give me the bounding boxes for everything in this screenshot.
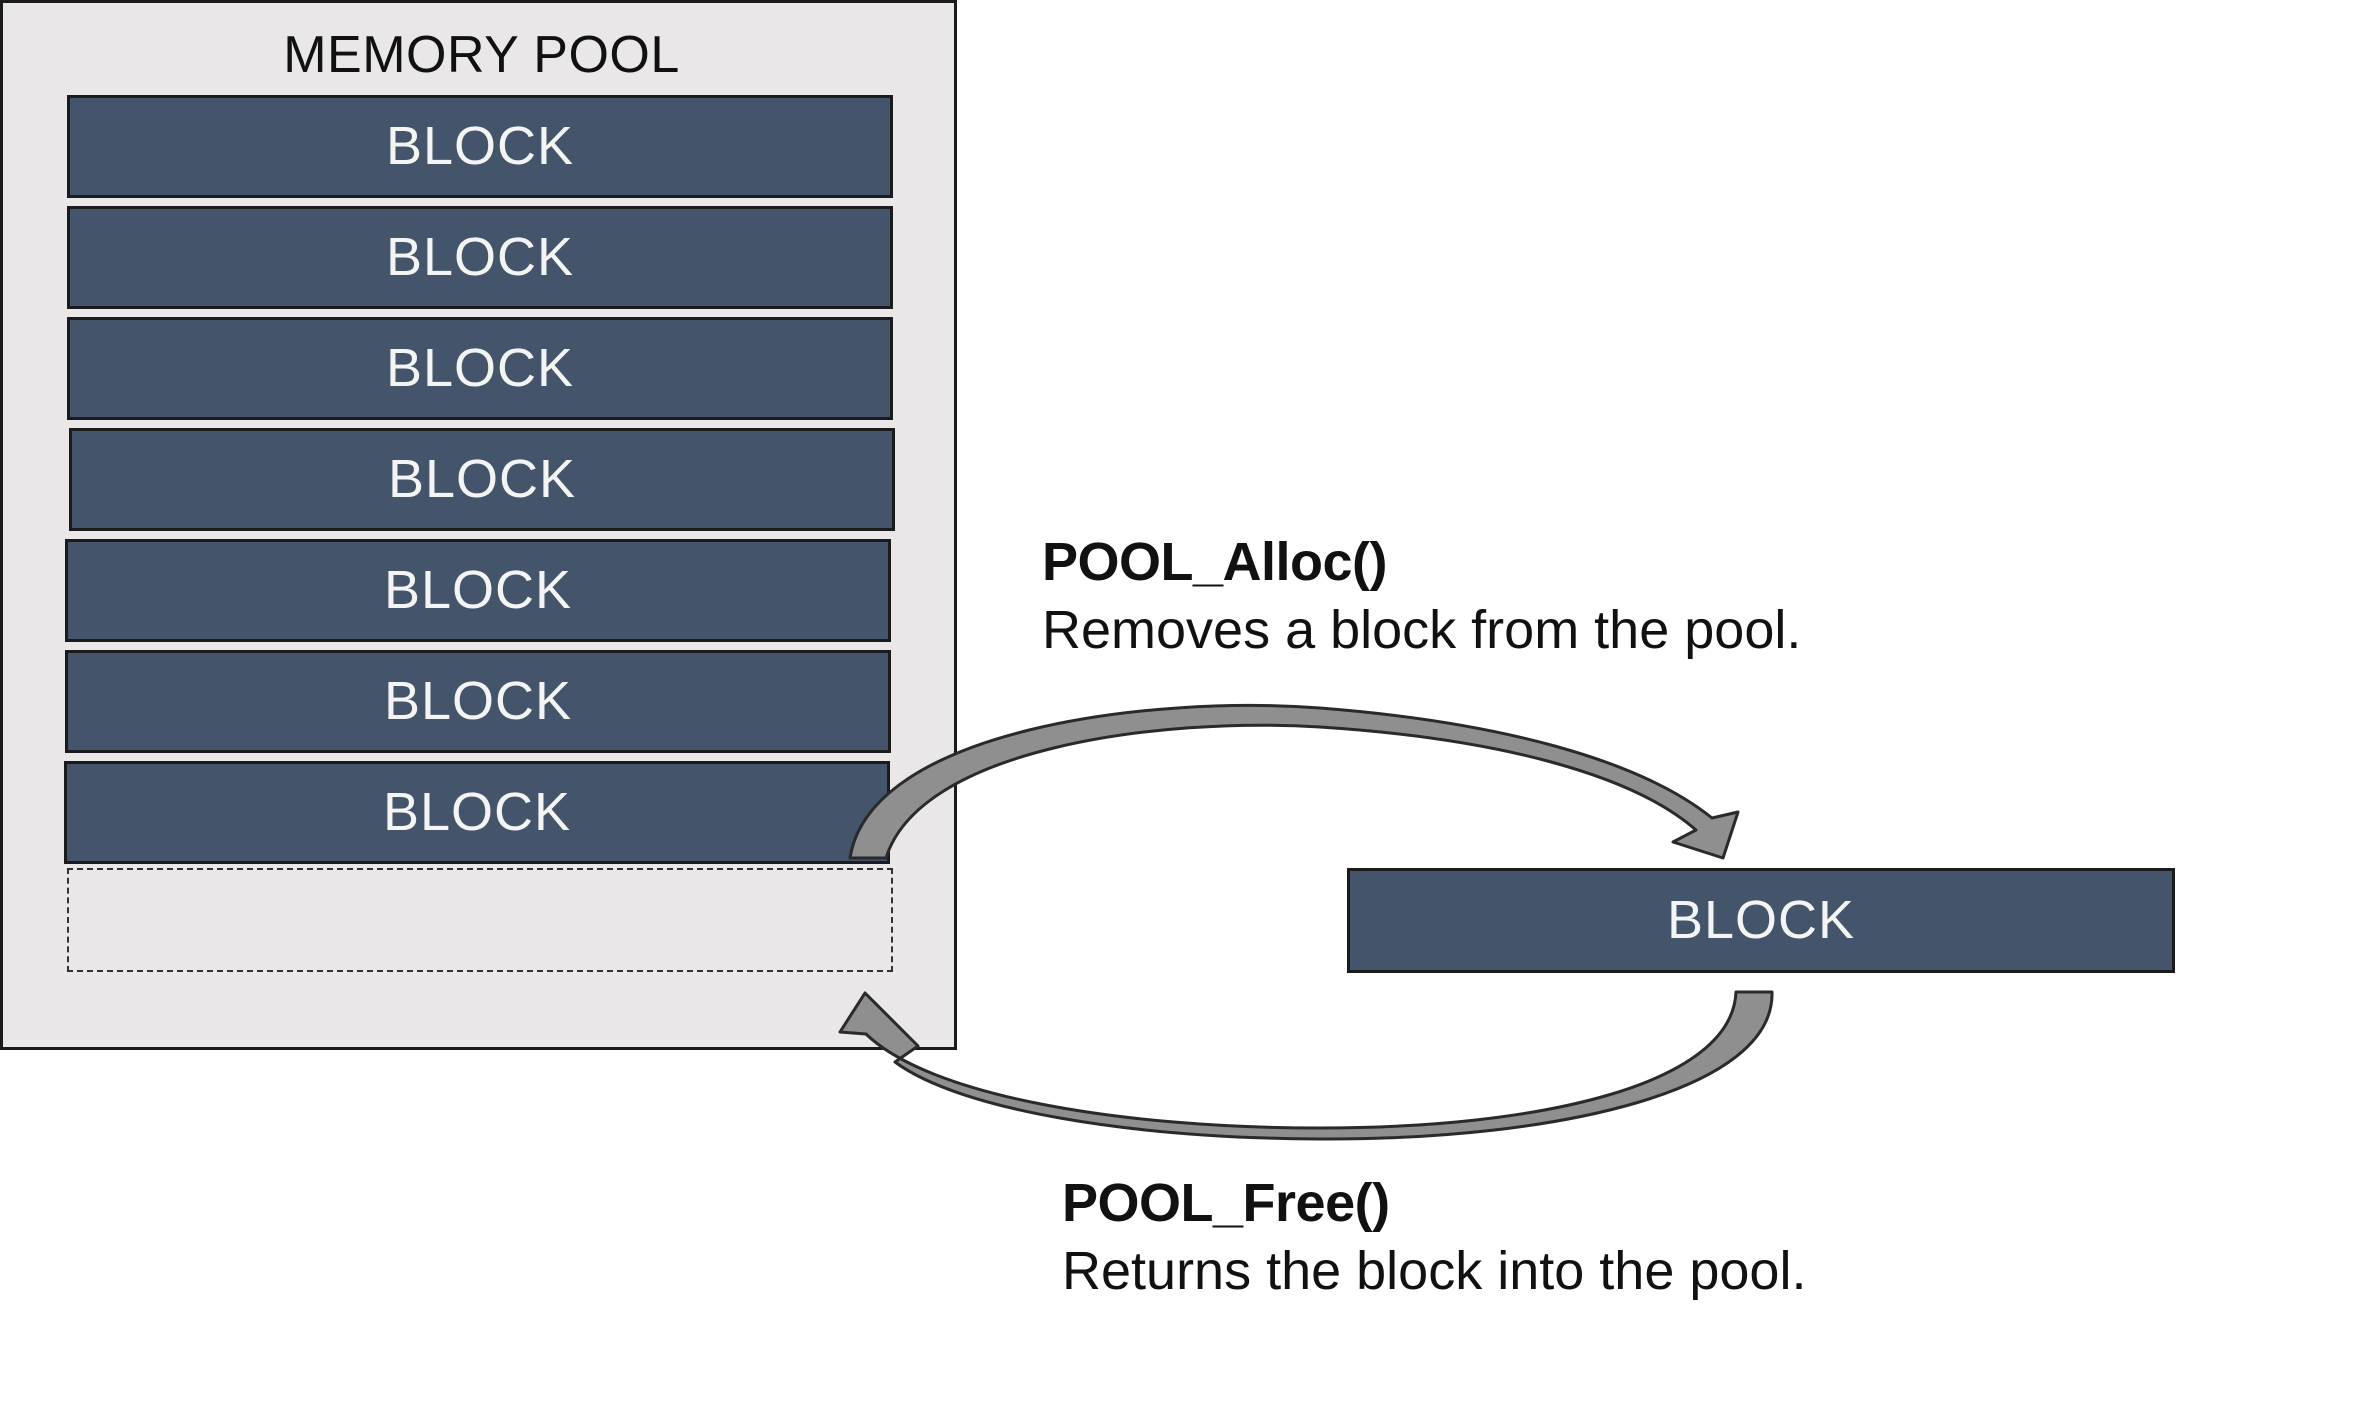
free-arrow (838, 990, 1774, 1141)
pool-block: BLOCK (64, 761, 890, 864)
allocated-block: BLOCK (1347, 868, 2175, 973)
pool-block: BLOCK (67, 95, 893, 198)
pool-block: BLOCK (69, 428, 895, 531)
free-description: Returns the block into the pool. (1062, 1241, 1807, 1301)
alloc-arrow (848, 703, 1740, 860)
pool-title: MEMORY POOL (283, 26, 680, 84)
alloc-description: Removes a block from the pool. (1042, 600, 1802, 660)
memory-pool: MEMORY POOL BLOCK BLOCK BLOCK BLOCK BLOC… (0, 0, 957, 1050)
empty-block-slot (67, 868, 893, 972)
pool-block: BLOCK (67, 317, 893, 420)
free-caption: POOL_Free() Returns the block into the p… (1062, 1169, 1806, 1305)
pool-block: BLOCK (65, 650, 891, 753)
free-function-name: POOL_Free() (1062, 1173, 1390, 1233)
alloc-caption: POOL_Alloc() Removes a block from the po… (1042, 528, 1801, 664)
pool-block: BLOCK (67, 206, 893, 309)
alloc-function-name: POOL_Alloc() (1042, 532, 1388, 592)
pool-block: BLOCK (65, 539, 891, 642)
